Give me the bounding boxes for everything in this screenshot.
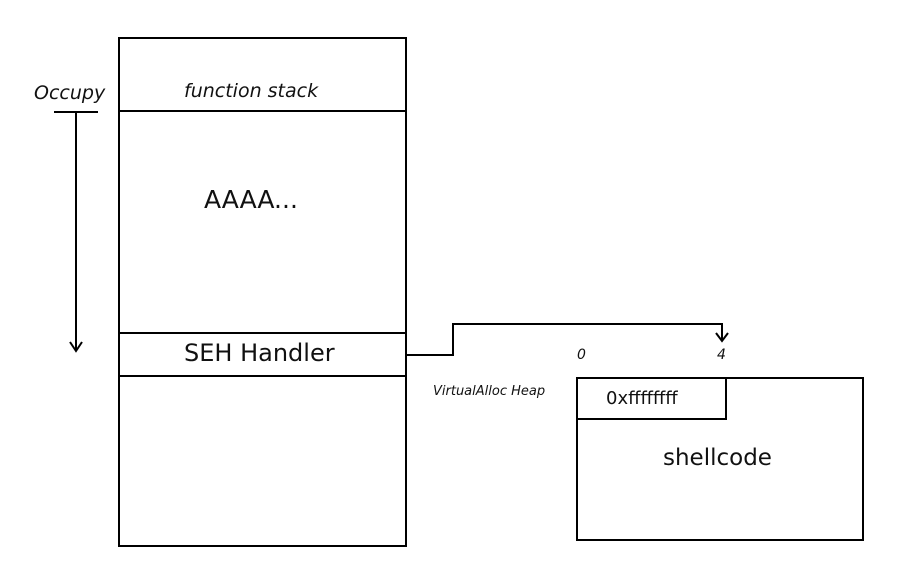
seh-handler-label: SEH Handler <box>184 339 335 367</box>
heap-offset-start: 0 <box>577 347 586 363</box>
shellcode-label: shellcode <box>663 445 772 471</box>
seh-pointer-arrow <box>406 323 723 356</box>
stack-box <box>118 37 407 547</box>
overflow-label: AAAA... <box>204 185 298 214</box>
heap-offset-end: 4 <box>717 347 726 363</box>
occupy-label: Occupy <box>34 82 106 104</box>
occupy-arrow-head-icon <box>69 341 83 353</box>
seh-pointer-arrow-head-icon <box>715 332 729 343</box>
heap-label: VirtualAlloc Heap <box>433 384 546 399</box>
heap-value-cell <box>576 377 727 420</box>
stack-header-label: function stack <box>184 80 319 102</box>
heap-value-label: 0xffffffff <box>606 388 678 409</box>
